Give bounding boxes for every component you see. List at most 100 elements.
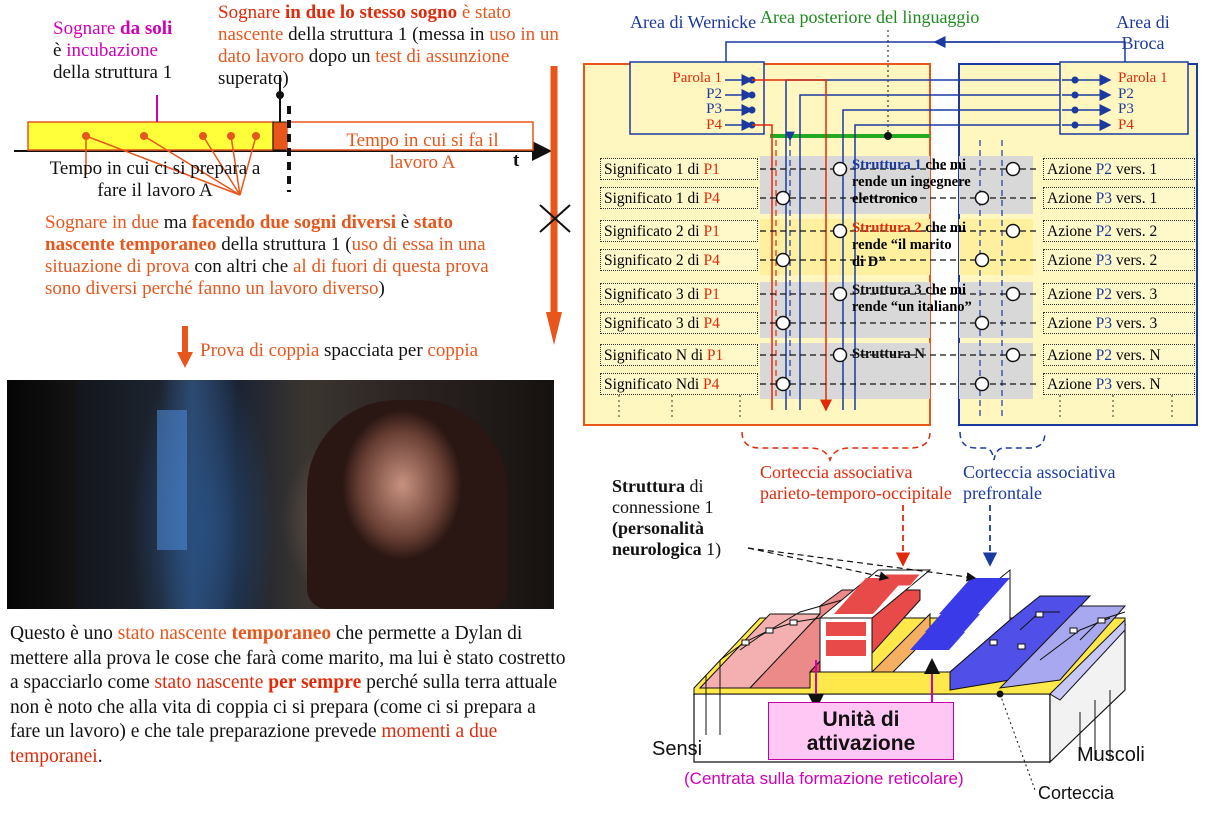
diverse-ma: ma: [158, 212, 192, 233]
diverse-bold2: stato nascente temporaneo: [45, 212, 453, 255]
caption-c3: momenti a due temporanei: [10, 721, 498, 767]
action-version: vers. 1: [1112, 190, 1158, 207]
diverse-colored: uso di essa in una situazione di prova: [45, 234, 486, 277]
meaning-word: P4: [703, 190, 720, 207]
caption-c2: stato nascente: [154, 672, 269, 693]
action-version: vers. N: [1112, 347, 1161, 364]
action-text: Azione: [1047, 315, 1096, 332]
work-time-label: Tempo in cui si fa il lavoro A: [346, 130, 499, 173]
struct-conn-rest: di connessione 1: [612, 476, 714, 517]
action-text: Azione: [1047, 286, 1096, 303]
structure-rest: che mi: [921, 220, 966, 236]
meaning-word: P1: [703, 223, 720, 240]
structure-head: Struttura 3: [852, 282, 922, 298]
shared-dream-text: Sognare in due lo stesso sogno è stato n…: [218, 2, 563, 90]
personality-bold: (personalità neurologica: [612, 518, 704, 559]
action-text: Azione: [1047, 252, 1096, 269]
diverse-bold: facendo due sogni diversi: [191, 212, 396, 233]
wernicke-word: Parola 1: [672, 70, 722, 86]
prova-mid: spacciata per: [319, 340, 428, 361]
broca-word: Parola 1: [1118, 70, 1168, 86]
struct-conn-bold: Struttura: [612, 476, 685, 496]
action-word: P3: [1095, 252, 1113, 269]
meaning-item: Significato 3 di P4: [600, 312, 758, 334]
reticular-label: (Centrata sulla formazione reticolare): [684, 769, 964, 788]
meaning-item: Significato 2 di P1: [600, 220, 758, 242]
structure-rest: che mi: [921, 282, 966, 298]
action-word: P3: [1095, 190, 1113, 207]
action-item: Azione P2 vers. 2: [1043, 220, 1195, 242]
diverse-end: ): [378, 278, 385, 299]
photo-shoulder: [7, 380, 77, 609]
meaning-text: Significato 2 di: [604, 223, 704, 240]
solo-bold: da soli: [120, 18, 173, 39]
caption-c1: stato nascente: [117, 623, 232, 644]
structure-head: Struttura 2: [852, 220, 922, 236]
caption-p4: .: [97, 745, 103, 767]
meaning-item: Significato 3 di P1: [600, 283, 758, 305]
photo-person: [307, 400, 507, 609]
movie-still-image: [7, 380, 554, 609]
broca-word: P4: [1118, 116, 1134, 133]
action-word: P3: [1095, 315, 1113, 332]
structure-connection-label: Struttura di connessione 1 (personalità …: [612, 476, 762, 560]
broca-word: P2: [1118, 85, 1134, 102]
wernicke-word: P2: [706, 85, 722, 102]
action-word: P2: [1095, 223, 1113, 240]
caption-p1: Questo è uno: [10, 623, 118, 644]
action-text: Azione: [1047, 376, 1096, 393]
meaning-text: Significato Ndi: [604, 376, 704, 393]
solo-pre: Sognare: [53, 18, 121, 39]
meaning-item: Significato 1 di P1: [600, 158, 758, 180]
wernicke-label: Area di Wernicke: [630, 12, 757, 32]
different-dreams-text: Sognare in due ma facendo due sogni dive…: [45, 212, 515, 300]
parietal-cortex-label: Corteccia associativa parieto-temporo-oc…: [760, 462, 952, 503]
wernicke-word: P3: [706, 101, 722, 117]
broca-box: [1059, 61, 1189, 135]
senses-label: Sensi: [652, 738, 703, 760]
due-bold: in due lo stesso sogno: [285, 2, 458, 23]
couple-test-text: Prova di coppia spacciata per coppia: [200, 340, 478, 362]
meaning-text: Significato 3 di: [604, 315, 704, 332]
action-item: Azione P2 vers. 3: [1043, 283, 1195, 305]
due-pre: Sognare: [218, 2, 286, 23]
action-text: Azione: [1047, 347, 1096, 364]
due-colored3: test di assunzione: [375, 46, 510, 67]
meaning-text: Significato 1 di: [604, 190, 704, 207]
meaning-word: P1: [706, 347, 724, 364]
meaning-item: Significato 1 di P4: [600, 187, 758, 209]
muscles-label: Muscoli: [1077, 744, 1145, 766]
work-time-bar: [286, 121, 534, 151]
meaning-text: Significato N di: [604, 347, 707, 364]
caption-p3: perché sulla terra attuale non è noto ch…: [10, 672, 558, 742]
prova-colored2: coppia: [427, 340, 479, 361]
meaning-word: P1: [703, 161, 720, 178]
due-colored1: è stato nascente: [218, 2, 511, 45]
structure-rest2: rende “il marito: [852, 237, 952, 253]
wernicke-word: P4: [706, 116, 722, 133]
due-mid: della struttura 1 (messa in: [283, 24, 490, 45]
diverse-e: è: [395, 212, 410, 233]
solo-line2: è: [53, 40, 67, 61]
meaning-word: P4: [703, 252, 720, 269]
structure-rest3: di D”: [852, 254, 886, 270]
caption-p2: che permette a Dylan di mettere alla pro…: [10, 623, 566, 693]
incubation-label: incubazione: [66, 40, 158, 61]
prefrontal-cortex-label: Corteccia associativa prefrontale: [963, 462, 1116, 503]
due-line3-post: dopo un: [304, 46, 376, 67]
structure-rest2: rende un ingegnere: [852, 174, 971, 190]
action-item: Azione P2 vers. 1: [1043, 158, 1195, 180]
structure-head: Struttura 1: [852, 157, 922, 173]
diverse-mid2: con altri che: [189, 256, 293, 277]
action-item: Azione P3 vers. 2: [1043, 249, 1195, 271]
structure-rest3: elettronico: [852, 191, 918, 207]
meaning-item: Significato N di P1: [600, 344, 758, 366]
axis-t-label: t: [513, 150, 520, 171]
action-item: Azione P3 vers. N: [1043, 373, 1195, 395]
action-text: Azione: [1047, 190, 1096, 207]
diverse-pre: Sognare in due: [45, 212, 159, 233]
cortex-label: Corteccia: [1038, 783, 1115, 803]
solo-dream-text: Sognare da soli è incubazione della stru…: [53, 18, 213, 84]
